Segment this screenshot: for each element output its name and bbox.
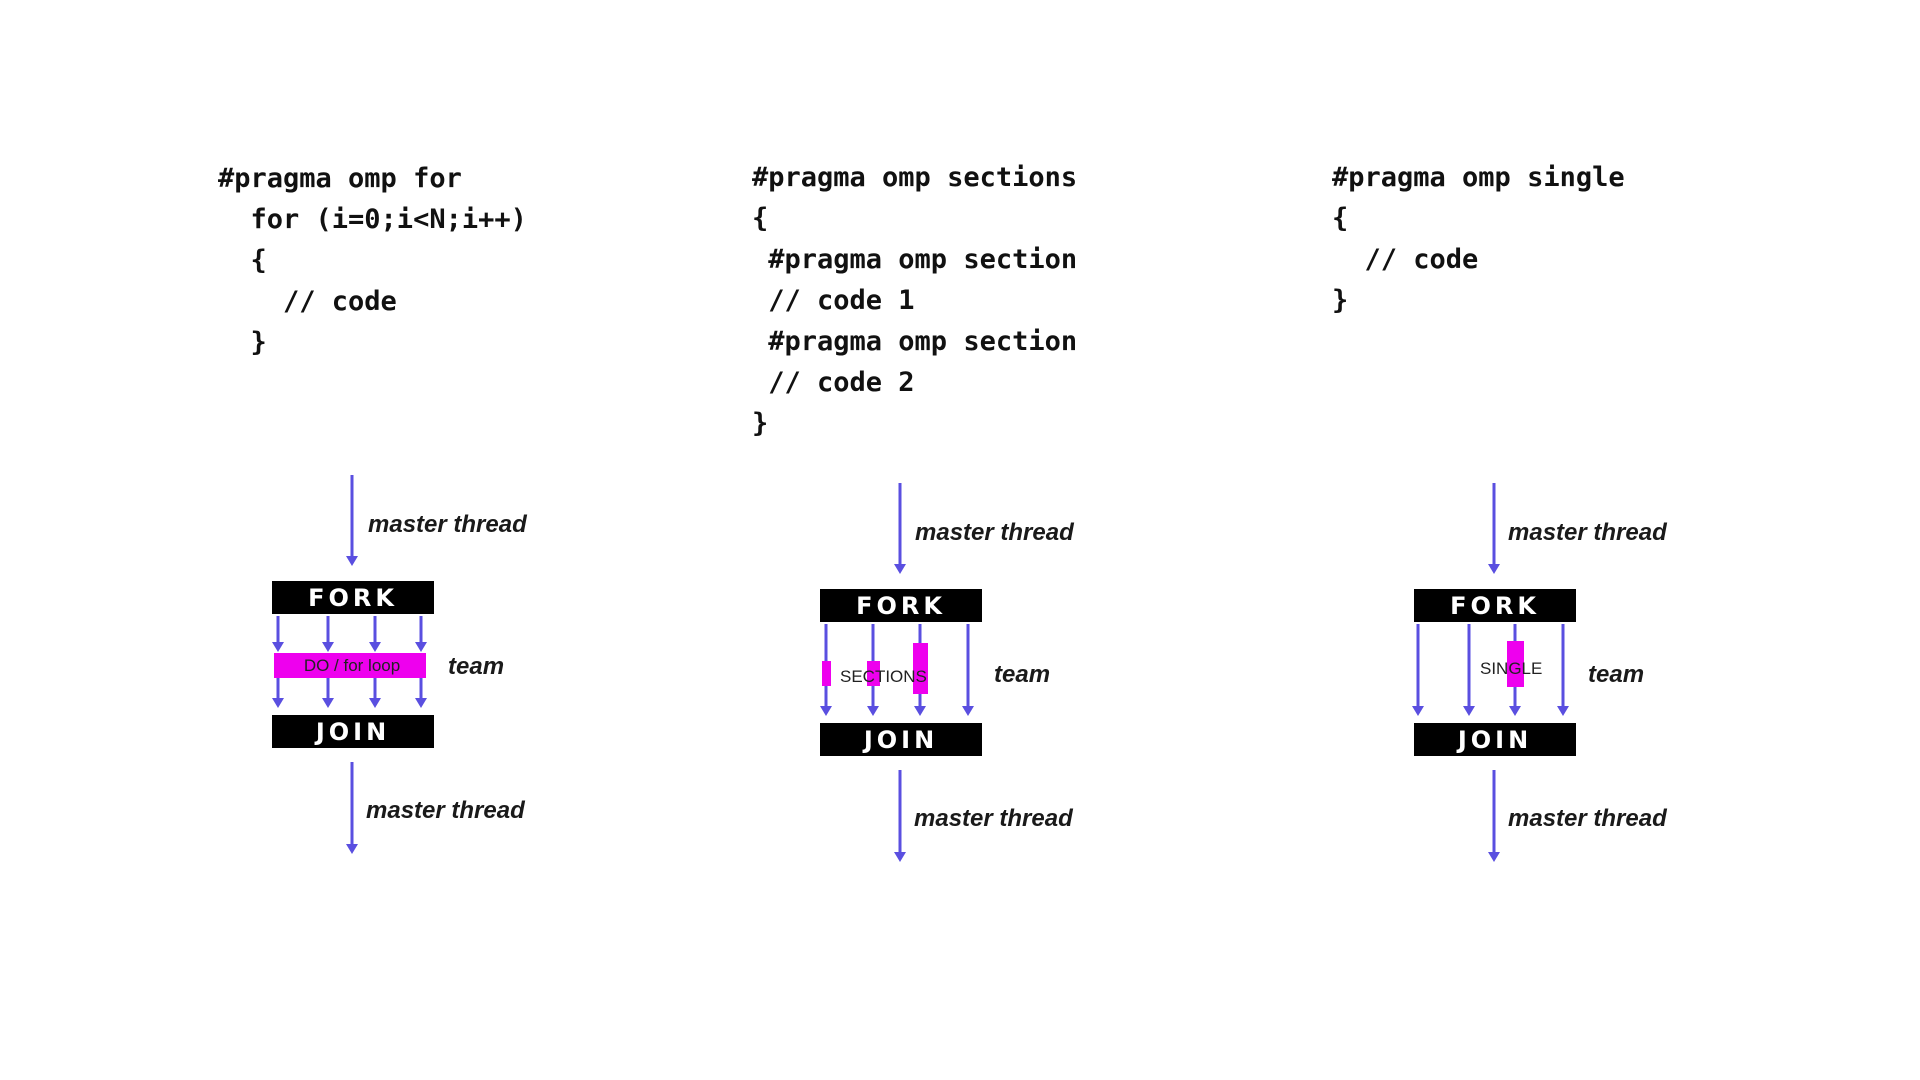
team-label: team xyxy=(994,661,1050,688)
section-block xyxy=(867,661,880,686)
work-region-do-for-loop xyxy=(274,653,426,678)
code-line: #pragma omp section xyxy=(752,244,1078,275)
fork-join-diagram-single: master thread FORK SINGLE team JOIN mast… xyxy=(1402,478,1702,878)
code-line: { xyxy=(1332,203,1349,234)
master-thread-label-bottom: master thread xyxy=(366,797,526,824)
work-label: SINGLE xyxy=(1480,659,1542,678)
join-bar xyxy=(1414,723,1576,756)
team-label: team xyxy=(448,653,504,680)
master-thread-label-top: master thread xyxy=(1508,519,1668,546)
join-label: JOIN xyxy=(862,726,938,754)
fork-join-diagram-for: master thread FORK DO / for loop team xyxy=(260,470,560,870)
team-label: team xyxy=(1588,661,1644,688)
code-line: #pragma omp sections xyxy=(752,162,1078,193)
fork-bar xyxy=(1414,589,1576,622)
code-block-for: #pragma omp for for (i=0;i<N;i++) { // c… xyxy=(218,158,527,363)
master-thread-label-top: master thread xyxy=(368,511,528,538)
work-label: DO / for loop xyxy=(304,656,400,675)
fork-join-diagram-sections: master thread FORK SECTIONS team JOIN ma… xyxy=(808,478,1108,878)
fork-label: FORK xyxy=(308,584,398,612)
code-line: #pragma omp section xyxy=(752,326,1078,357)
fork-label: FORK xyxy=(856,592,946,620)
code-line: { xyxy=(218,245,267,276)
fork-bar xyxy=(272,581,434,614)
code-line: // code xyxy=(1332,244,1479,275)
diagram-svg: master thread FORK SECTIONS team JOIN ma… xyxy=(820,483,1075,862)
section-block xyxy=(822,661,831,686)
fork-bar xyxy=(820,589,982,622)
fork-label: FORK xyxy=(1450,592,1540,620)
code-block-sections: #pragma omp sections { #pragma omp sectio… xyxy=(752,157,1077,444)
code-line: // code xyxy=(218,286,397,317)
work-label: SECTIONS xyxy=(840,667,927,686)
single-block xyxy=(1507,641,1524,687)
join-label: JOIN xyxy=(1456,726,1532,754)
code-line: } xyxy=(218,327,267,358)
master-thread-label-bottom: master thread xyxy=(914,805,1074,832)
code-line: } xyxy=(752,408,769,439)
code-block-single: #pragma omp single { // code} xyxy=(1332,157,1625,321)
diagram-svg: master thread FORK DO / for loop team xyxy=(272,475,528,854)
master-thread-label-top: master thread xyxy=(915,519,1075,546)
code-line: for (i=0;i<N;i++) xyxy=(218,204,527,235)
code-line: #pragma omp for xyxy=(218,163,462,194)
code-line: #pragma omp single xyxy=(1332,162,1625,193)
section-block xyxy=(913,643,928,694)
join-bar xyxy=(272,715,434,748)
master-thread-label-bottom: master thread xyxy=(1508,805,1668,832)
join-label: JOIN xyxy=(314,718,390,746)
code-line: // code 1 xyxy=(752,285,915,316)
code-line: // code 2 xyxy=(752,367,915,398)
code-line: } xyxy=(1332,285,1349,316)
join-bar xyxy=(820,723,982,756)
diagram-svg: master thread FORK SINGLE team JOIN mast… xyxy=(1412,483,1668,862)
code-line: { xyxy=(752,203,769,234)
